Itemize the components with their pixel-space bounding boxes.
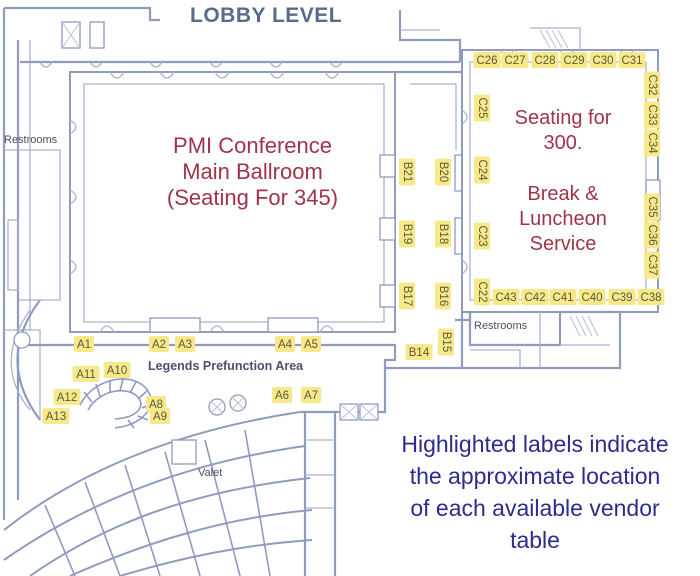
- vendor-table-b21: B21: [399, 158, 415, 186]
- vendor-table-c43: C43: [492, 289, 520, 305]
- vendor-table-label: C36: [646, 224, 658, 245]
- vendor-table-label: B20: [437, 162, 449, 182]
- vendor-table-label: B19: [401, 224, 413, 244]
- vendor-table-label: B18: [437, 224, 449, 244]
- vendor-table-c35: C35: [644, 193, 660, 221]
- vendor-table-label: A4: [278, 339, 293, 351]
- prefunction-area-label: Legends Prefunction Area: [148, 359, 304, 373]
- vendor-table-c24: C24: [474, 156, 490, 184]
- vendor-table-c26: C26: [473, 52, 501, 68]
- vendor-table-c30: C30: [589, 52, 617, 68]
- vendor-table-label: C30: [592, 55, 613, 67]
- vendor-table-a3: A3: [175, 336, 195, 352]
- vendor-table-a6: A6: [272, 387, 292, 403]
- vendor-table-label: A10: [107, 365, 127, 377]
- vendor-table-label: C34: [646, 132, 658, 154]
- vendor-table-a12: A12: [53, 389, 81, 405]
- valet-label: Valet: [198, 467, 223, 479]
- vendor-table-label: A9: [153, 411, 167, 423]
- vendor-table-label: A7: [304, 390, 318, 402]
- vendor-table-c41: C41: [549, 289, 577, 305]
- vendor-table-b16: B16: [435, 282, 451, 310]
- vendor-table-label: A5: [304, 339, 318, 351]
- vendor-table-label: B15: [440, 332, 452, 352]
- vendor-table-label: C40: [581, 292, 602, 304]
- vendor-table-label: C29: [563, 55, 584, 67]
- vendor-table-label: C41: [552, 292, 573, 304]
- vendor-table-label: C33: [646, 104, 658, 125]
- vendor-table-c23: C23: [474, 222, 490, 250]
- vendor-table-label: B17: [401, 286, 413, 306]
- vendor-table-c27: C27: [501, 52, 529, 68]
- vendor-table-c39: C39: [608, 289, 636, 305]
- vendor-table-c37: C37: [644, 251, 660, 279]
- vendor-table-label: A3: [178, 339, 192, 351]
- vendor-table-c42: C42: [521, 289, 549, 305]
- vendor-table-label: C26: [476, 55, 497, 67]
- vendor-table-c29: C29: [560, 52, 588, 68]
- vendor-table-label: A1: [77, 339, 91, 351]
- vendor-table-label: C39: [611, 292, 632, 304]
- vendor-table-label: C25: [476, 97, 488, 118]
- vendor-table-a9: A9: [150, 408, 170, 424]
- vendor-table-label: C35: [646, 196, 658, 217]
- vendor-table-a4: A4: [275, 336, 295, 352]
- vendor-table-label: C22: [476, 281, 488, 302]
- vendor-table-c28: C28: [531, 52, 559, 68]
- vendor-table-a2: A2: [149, 336, 169, 352]
- vendor-table-label: A6: [275, 390, 289, 402]
- restrooms-left-label: Restrooms: [4, 134, 58, 146]
- vendor-table-label: A13: [46, 411, 66, 423]
- vendor-table-b17: B17: [399, 282, 415, 310]
- ballroom-label: PMI Conference Main Ballroom (Seating Fo…: [166, 133, 339, 210]
- vendor-table-c33: C33: [644, 101, 660, 129]
- vendor-table-a10: A10: [103, 362, 131, 378]
- vendor-table-a11: A11: [72, 366, 100, 382]
- vendor-table-label: C28: [534, 55, 555, 67]
- vendor-table-label: C23: [476, 225, 488, 246]
- vendor-table-label: B16: [437, 286, 449, 306]
- vendor-table-label: A11: [76, 369, 96, 381]
- vendor-table-label: A12: [57, 392, 77, 404]
- vendor-table-b19: B19: [399, 220, 415, 248]
- vendor-table-label: C24: [476, 159, 488, 181]
- vendor-table-c22: C22: [474, 278, 490, 306]
- vendor-table-b15: B15: [438, 328, 454, 356]
- break-service-label: Break & Luncheon Service: [519, 183, 607, 255]
- legend-note: Highlighted labels indicate the approxim…: [401, 431, 669, 553]
- vendor-table-c25: C25: [474, 94, 490, 122]
- vendor-table-label: C42: [524, 292, 545, 304]
- restrooms-right-label: Restrooms: [474, 320, 528, 332]
- vendor-table-c32: C32: [644, 71, 660, 99]
- vendor-table-c31: C31: [618, 52, 646, 68]
- vendor-table-label: C32: [646, 74, 658, 95]
- vendor-table-b20: B20: [435, 158, 451, 186]
- vendor-table-label: C37: [646, 254, 658, 275]
- vendor-table-label: C27: [504, 55, 525, 67]
- vendor-table-label: C43: [495, 292, 516, 304]
- vendor-table-label: C38: [640, 292, 661, 304]
- vendor-table-label: C31: [621, 55, 642, 67]
- map-title: LOBBY LEVEL: [190, 4, 343, 27]
- vendor-table-a13: A13: [42, 408, 70, 424]
- vendor-table-a5: A5: [301, 336, 321, 352]
- vendor-table-c36: C36: [644, 221, 660, 249]
- vendor-table-label: A2: [152, 339, 166, 351]
- seating-300-label: Seating for 300.: [514, 107, 612, 154]
- vendor-table-b14: B14: [405, 344, 433, 360]
- vendor-table-a1: A1: [74, 336, 94, 352]
- vendor-table-label: B21: [401, 162, 413, 182]
- vendor-table-a7: A7: [301, 387, 321, 403]
- vendor-table-label: B14: [409, 347, 430, 359]
- vendor-table-c34: C34: [644, 129, 660, 157]
- vendor-table-c40: C40: [578, 289, 606, 305]
- vendor-table-b18: B18: [435, 220, 451, 248]
- vendor-table-c38: C38: [637, 289, 665, 305]
